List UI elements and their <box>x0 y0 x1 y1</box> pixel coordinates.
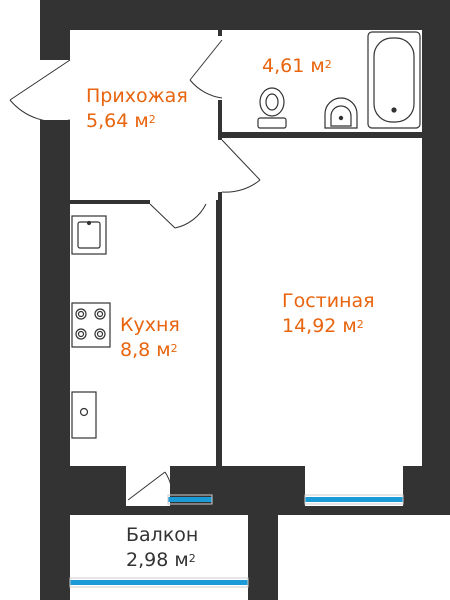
living-door-leaf <box>221 139 261 181</box>
living-room-area: 14,92 м2 <box>282 315 364 337</box>
balcony-door-opening <box>126 466 170 506</box>
window-frames <box>69 494 404 588</box>
windows <box>70 497 403 585</box>
balcony-floor <box>70 516 248 600</box>
hallway-name: Прихожая <box>86 85 188 107</box>
kitchen-label: Кухня 8,8 м2 <box>120 313 180 363</box>
door-swings <box>9 39 261 501</box>
bathroom-area: 4,61 м2 <box>262 55 332 77</box>
bathroom-fixtures <box>257 31 421 129</box>
kitchen-name: Кухня <box>120 314 180 336</box>
balcony-area: 2,98 м2 <box>126 549 196 571</box>
living-door-opening <box>216 140 224 192</box>
entrance-opening <box>40 60 70 120</box>
bathtub-inner-icon <box>373 37 415 123</box>
hallway-label: Прихожая 5,64 м2 <box>86 84 188 134</box>
kitchen-fixtures <box>71 215 111 439</box>
living-room-name: Гостиная <box>282 290 375 312</box>
kitchen-door-arc <box>174 203 207 229</box>
hallway-floor <box>70 30 218 200</box>
room-floors <box>40 30 422 600</box>
bathroom-door-arc <box>189 79 223 99</box>
balcony-door-leaf <box>127 471 166 501</box>
kitchen-area: 8,8 м2 <box>120 339 178 361</box>
balcony-window <box>70 580 248 585</box>
bathtub-drain-icon <box>391 107 397 113</box>
kitchen-door-opening <box>150 198 216 206</box>
living-window <box>305 497 403 502</box>
balcony-name: Балкон <box>126 524 199 546</box>
living-door-arc <box>221 179 261 193</box>
entrance-door-arc <box>9 99 71 123</box>
kitchen-door-leaf <box>149 203 176 229</box>
bathroom-label: 4,61 м2 <box>262 54 332 79</box>
bathroom-door-leaf <box>189 39 223 81</box>
entrance-door-leaf <box>9 59 71 101</box>
hallway-area: 5,64 м2 <box>86 110 156 132</box>
bathroom-door-opening <box>216 36 224 100</box>
toilet-tank-icon <box>257 117 287 129</box>
living-room-label: Гостиная 14,92 м2 <box>282 289 375 339</box>
balcony-label: Балкон 2,98 м2 <box>126 523 198 573</box>
living-room-floor <box>222 138 422 466</box>
balcony-door-window <box>168 497 212 502</box>
